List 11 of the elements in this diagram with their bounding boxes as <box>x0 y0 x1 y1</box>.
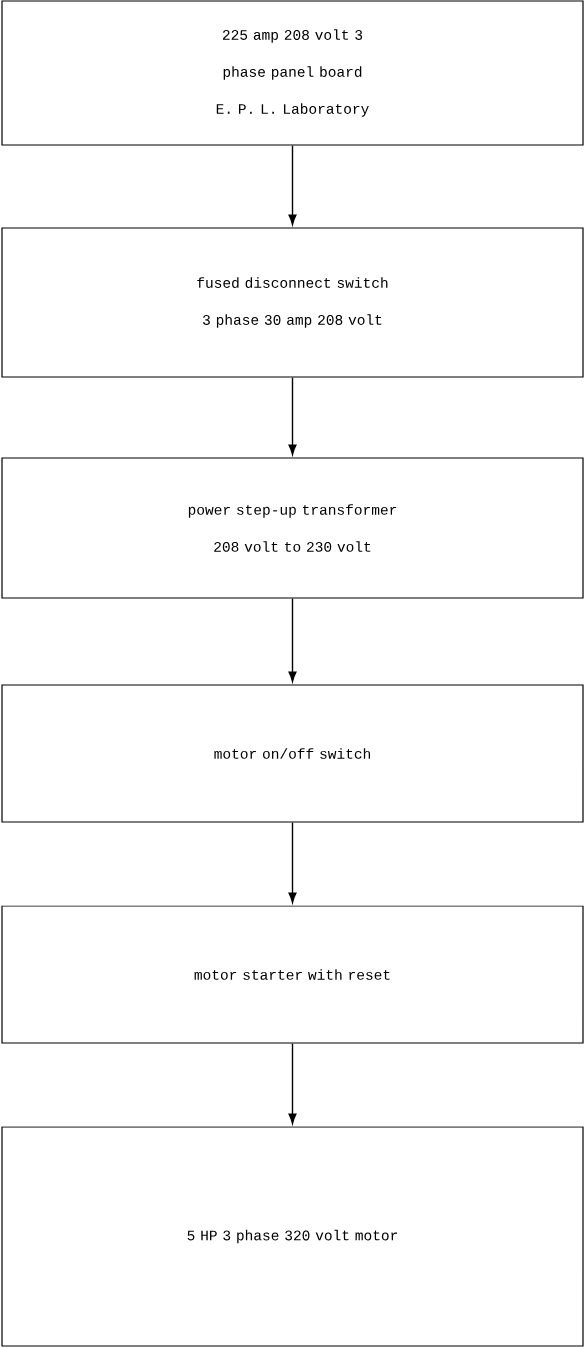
arrow <box>288 821 297 903</box>
process-box: 225 amp 208 volt 3 phase panel board E. P. L. Laboratory <box>1 0 584 146</box>
arrow <box>288 376 297 455</box>
process-box: fused disconnect switch 3 phase 30 amp 208 volt <box>1 227 584 378</box>
arrow <box>288 1042 297 1124</box>
arrow <box>288 144 297 225</box>
process-box: motor on/off switch <box>1 684 584 823</box>
process-box: motor starter with reset <box>1 905 584 1044</box>
process-box: 5 HP 3 phase 320 volt motor <box>1 1126 584 1347</box>
process-box: power step-up transformer 208 volt to 230 volt <box>1 457 584 599</box>
arrow <box>288 597 297 682</box>
